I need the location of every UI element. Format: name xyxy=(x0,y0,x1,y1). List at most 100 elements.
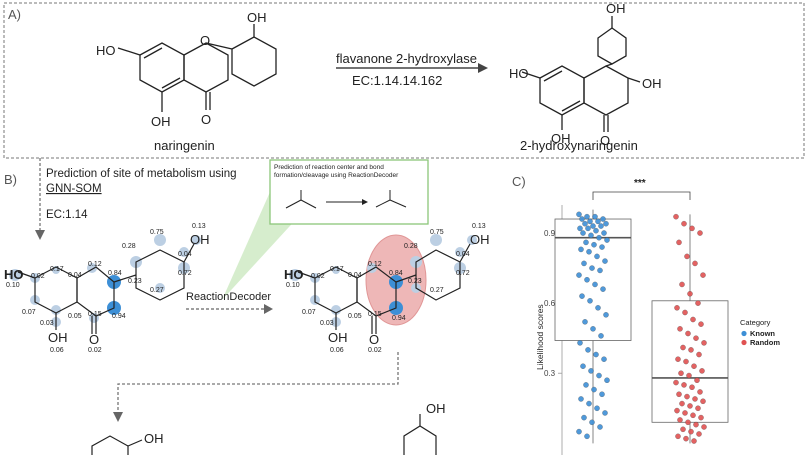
som-left-oh-top: OH xyxy=(190,232,210,247)
point-known-53 xyxy=(594,405,600,412)
point-random-36 xyxy=(700,398,706,405)
point-known-1 xyxy=(584,213,590,220)
point-random-43 xyxy=(698,414,704,421)
point-random-33 xyxy=(676,391,682,398)
point-known-0 xyxy=(576,211,582,218)
y-tick-label-0: 0.3 xyxy=(544,369,556,378)
point-known-41 xyxy=(585,347,591,353)
point-known-55 xyxy=(581,414,587,421)
score-027-left: 0.27 xyxy=(150,287,164,294)
point-random-11 xyxy=(674,305,680,311)
som-right-oh-bottom: OH xyxy=(328,330,348,345)
point-known-16 xyxy=(588,232,594,239)
score-002a-right: 0.02 xyxy=(311,273,325,280)
point-random-37 xyxy=(679,400,685,407)
hydroxy-carbonyl-o: O xyxy=(600,133,610,148)
score-012-right: 0.12 xyxy=(368,261,382,268)
point-random-29 xyxy=(673,379,679,386)
point-known-30 xyxy=(584,277,590,283)
point-known-43 xyxy=(601,356,607,362)
score-010-left: 0.10 xyxy=(6,282,20,289)
point-known-9 xyxy=(590,223,596,229)
point-random-5 xyxy=(684,253,690,260)
som-left-ho: HO xyxy=(4,267,24,282)
rd-label: ReactionDecoder xyxy=(186,291,271,303)
ec-short: EC:1.14 xyxy=(46,209,88,221)
point-known-2 xyxy=(592,213,598,220)
score-084-left: 0.84 xyxy=(108,270,122,277)
point-random-28 xyxy=(694,377,700,383)
hydroxy-oh-top: OH xyxy=(606,1,626,16)
point-known-25 xyxy=(602,258,608,264)
naringenin-structure xyxy=(117,24,277,112)
naringenin-oh-top: OH xyxy=(247,10,267,25)
point-random-19 xyxy=(680,344,686,351)
point-known-15 xyxy=(580,230,586,236)
point-random-23 xyxy=(683,358,689,365)
point-random-39 xyxy=(695,405,701,412)
score-017-right: 0.17 xyxy=(330,266,344,273)
point-random-10 xyxy=(695,300,701,306)
point-known-8 xyxy=(582,220,588,227)
score-027-right: 0.27 xyxy=(430,287,444,294)
point-random-18 xyxy=(701,340,707,346)
point-known-29 xyxy=(576,272,582,278)
score-002b-right: 0.02 xyxy=(368,347,382,354)
point-random-52 xyxy=(683,435,689,442)
reaction-arrowhead xyxy=(478,63,488,73)
score-004b-right: 0.04 xyxy=(348,272,362,279)
point-known-19 xyxy=(583,239,589,246)
point-known-21 xyxy=(599,244,605,250)
enzyme-name: flavanone 2-hydroxylase xyxy=(336,51,477,66)
point-random-24 xyxy=(691,363,697,369)
score-006-right: 0.06 xyxy=(330,347,344,354)
point-known-59 xyxy=(584,433,590,440)
point-random-30 xyxy=(681,382,687,388)
point-random-7 xyxy=(700,272,706,278)
point-random-4 xyxy=(676,239,682,246)
point-known-12 xyxy=(585,225,591,232)
panel-b-label: B) xyxy=(4,172,17,187)
point-random-50 xyxy=(696,431,702,437)
likelihood-boxplot: Likelihood scores 0.30.60.9 *** xyxy=(535,178,729,455)
point-known-10 xyxy=(598,223,604,229)
point-known-58 xyxy=(576,428,582,435)
lower-dashed-connector xyxy=(117,352,399,414)
point-known-7 xyxy=(603,220,609,227)
significance-stars: *** xyxy=(634,178,646,189)
point-known-23 xyxy=(586,248,592,255)
naringenin-name: naringenin xyxy=(154,138,215,153)
som-left-o: O xyxy=(89,332,99,347)
point-known-57 xyxy=(597,424,603,430)
point-known-22 xyxy=(578,246,584,253)
point-known-24 xyxy=(594,253,600,260)
point-random-16 xyxy=(685,330,691,337)
legend-swatch-known xyxy=(741,330,747,337)
partial-left-oh: OH xyxy=(144,431,164,446)
point-known-51 xyxy=(578,396,584,402)
y-tick-label-2: 0.9 xyxy=(544,229,556,238)
point-known-56 xyxy=(589,419,595,426)
point-known-39 xyxy=(598,333,604,339)
som-left-oh-bottom: OH xyxy=(48,330,68,345)
point-known-11 xyxy=(577,225,583,232)
point-random-27 xyxy=(686,372,692,379)
point-known-35 xyxy=(595,305,601,311)
rd-box-line1: Prediction of reaction center and bond xyxy=(274,164,384,171)
point-random-15 xyxy=(677,326,683,332)
point-known-45 xyxy=(588,368,594,374)
gnn-text-2: GNN-SOM xyxy=(46,183,102,195)
gnn-text-1: Prediction of site of metabolism using xyxy=(46,168,236,180)
legend-label-random: Random xyxy=(750,338,780,347)
point-known-36 xyxy=(603,312,609,318)
naringenin-carbonyl-o: O xyxy=(201,112,211,127)
legend-swatch-random xyxy=(741,339,747,346)
ec-number: EC:1.14.14.162 xyxy=(352,73,442,88)
score-013-right: 0.13 xyxy=(472,223,486,230)
score-004a-right: 0.04 xyxy=(456,251,470,258)
point-known-33 xyxy=(579,293,585,299)
point-known-34 xyxy=(587,298,593,304)
point-random-6 xyxy=(692,260,698,267)
panel-a-label: A) xyxy=(8,7,21,22)
